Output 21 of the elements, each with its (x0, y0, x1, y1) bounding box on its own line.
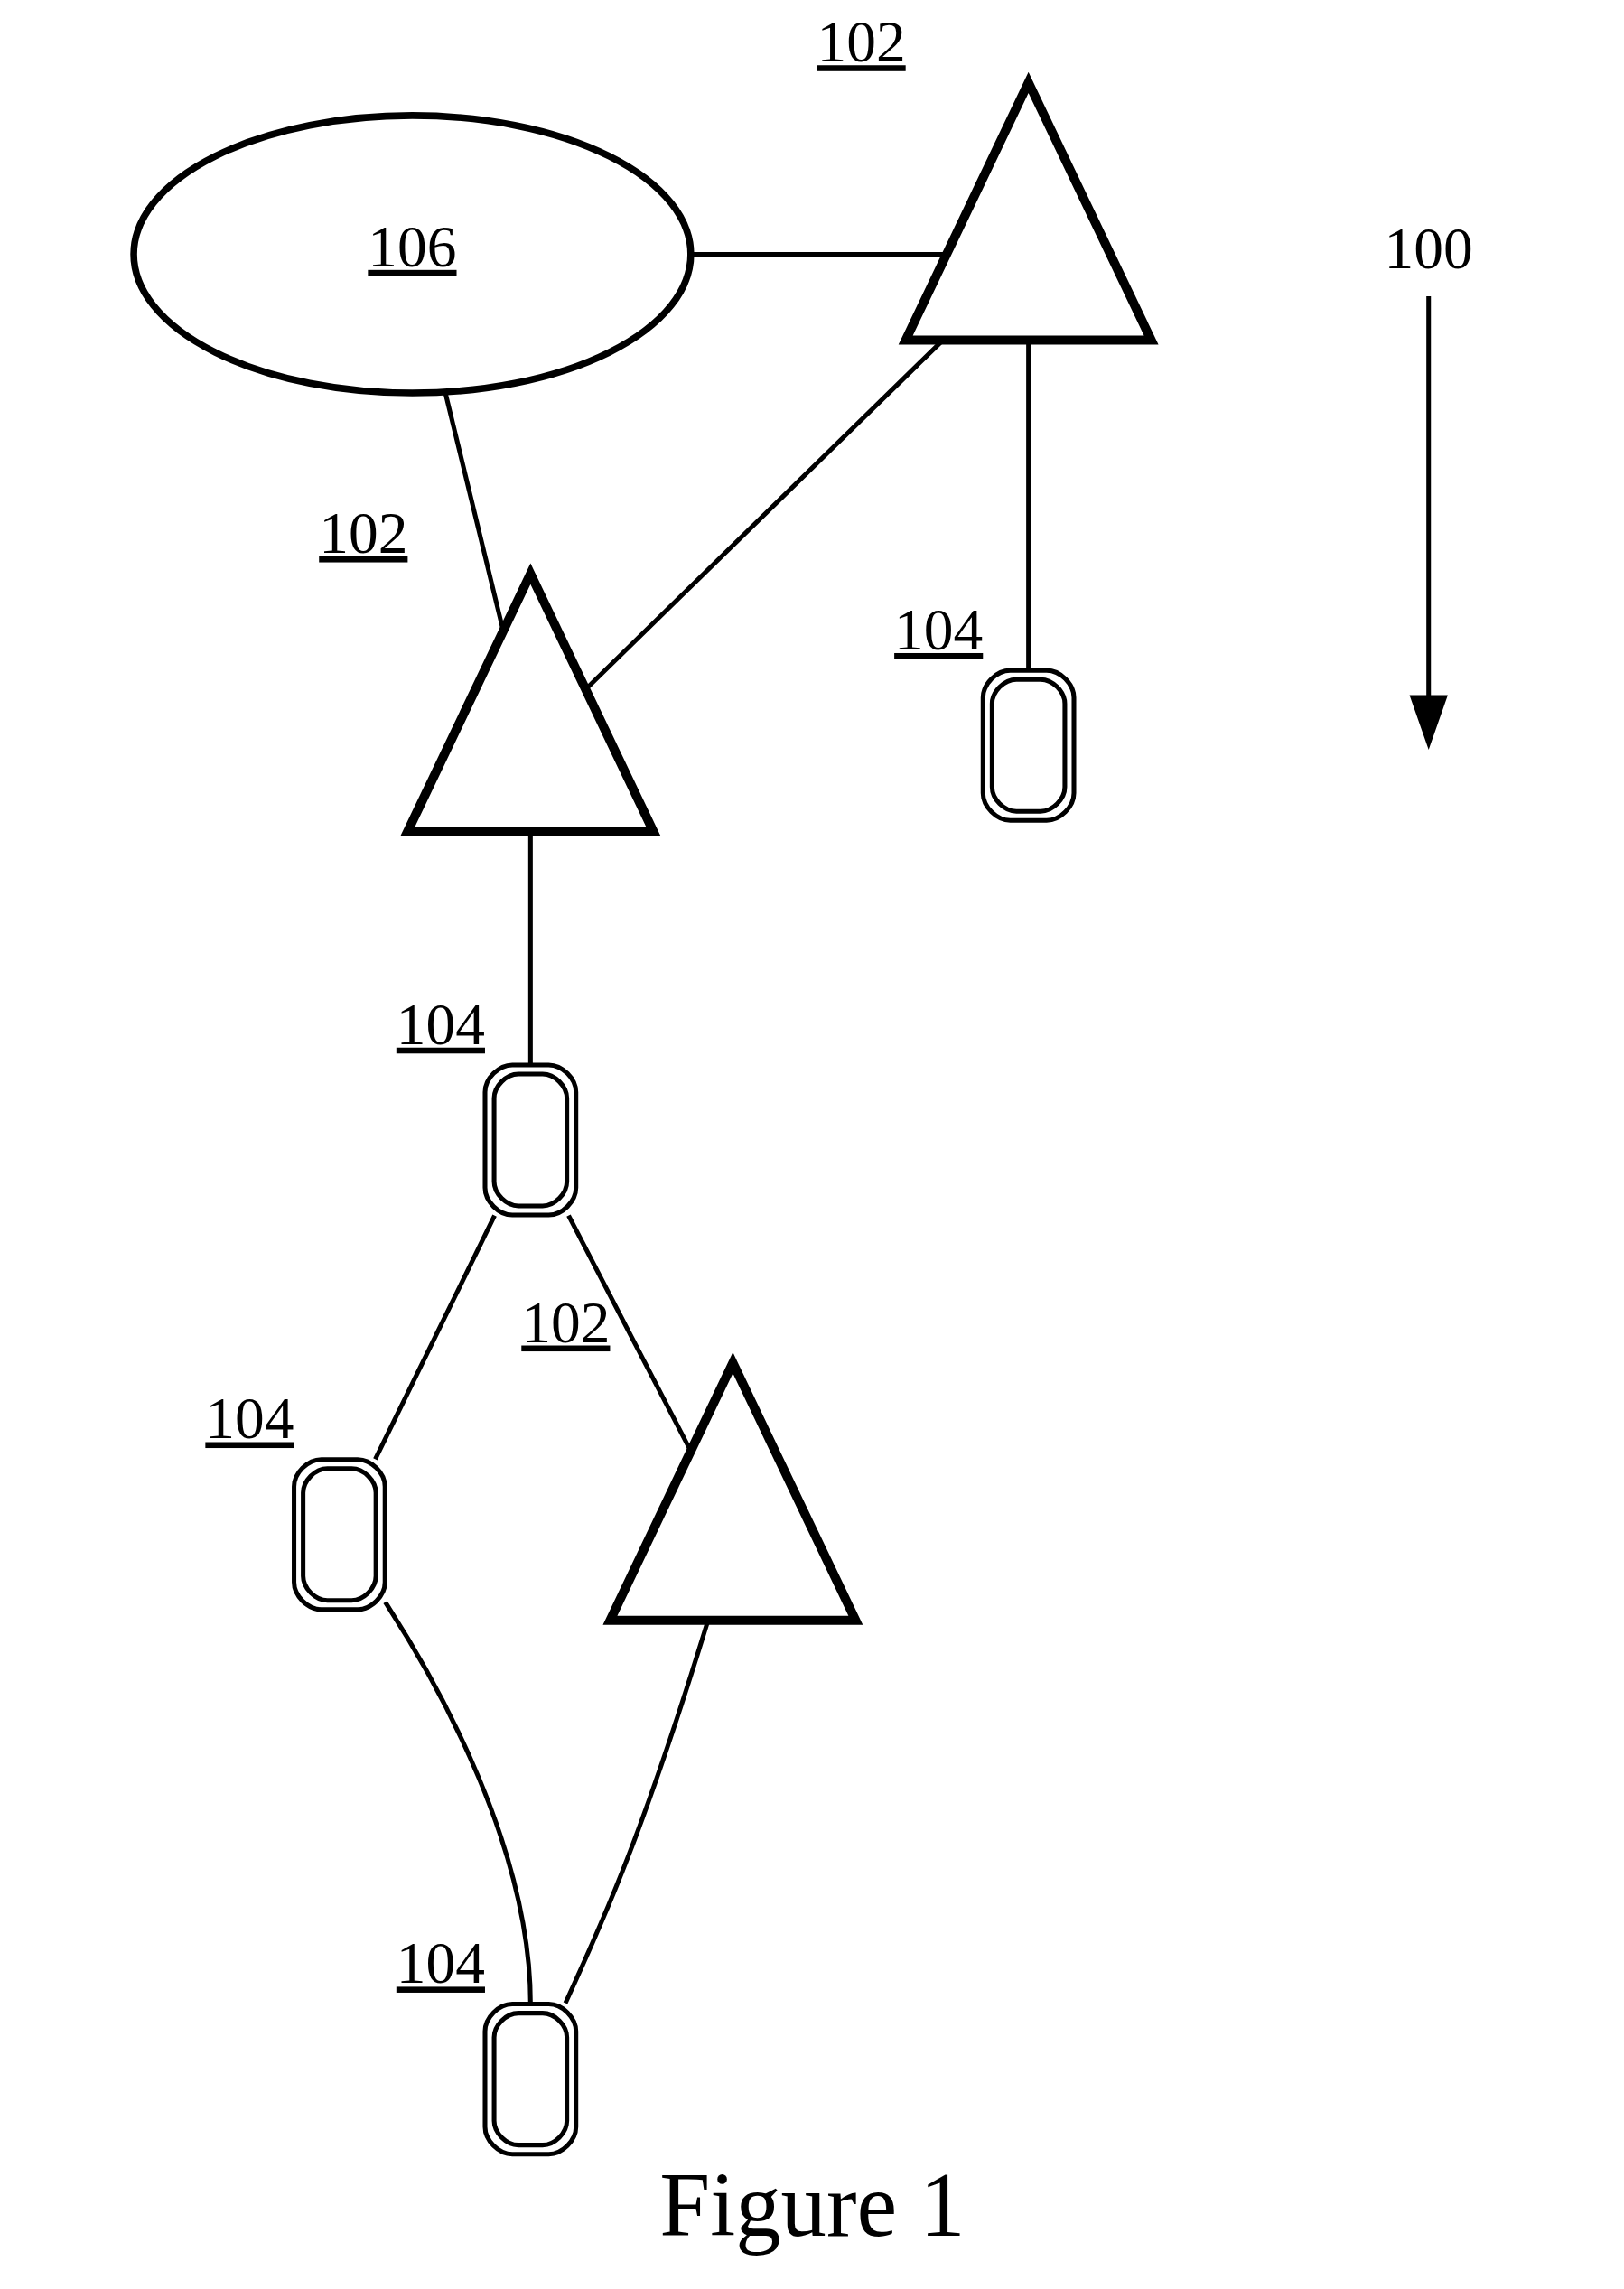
arrow (1409, 296, 1448, 751)
node-picture (482, 2002, 578, 2157)
node-picture (980, 668, 1076, 823)
node-label: 102 (817, 9, 906, 75)
node-ellipse: 106 (129, 112, 695, 397)
node-picture (602, 1351, 863, 1625)
caption: Figure 1 (658, 2154, 966, 2256)
node-picture (898, 71, 1159, 345)
connector (372, 1214, 497, 1461)
node-label: 104 (204, 1386, 294, 1452)
node-label: 102 (318, 500, 407, 565)
node-picture (291, 1457, 387, 1612)
connector (382, 1601, 533, 2004)
node-label: 104 (396, 1930, 485, 1996)
node-label: 102 (520, 1289, 610, 1355)
node-picture (482, 1062, 578, 1218)
node-picture (399, 563, 660, 836)
connector (565, 1214, 693, 1452)
node-text: 100 (1384, 216, 1473, 282)
node-label: 104 (893, 596, 983, 662)
node-label: 104 (396, 991, 485, 1057)
